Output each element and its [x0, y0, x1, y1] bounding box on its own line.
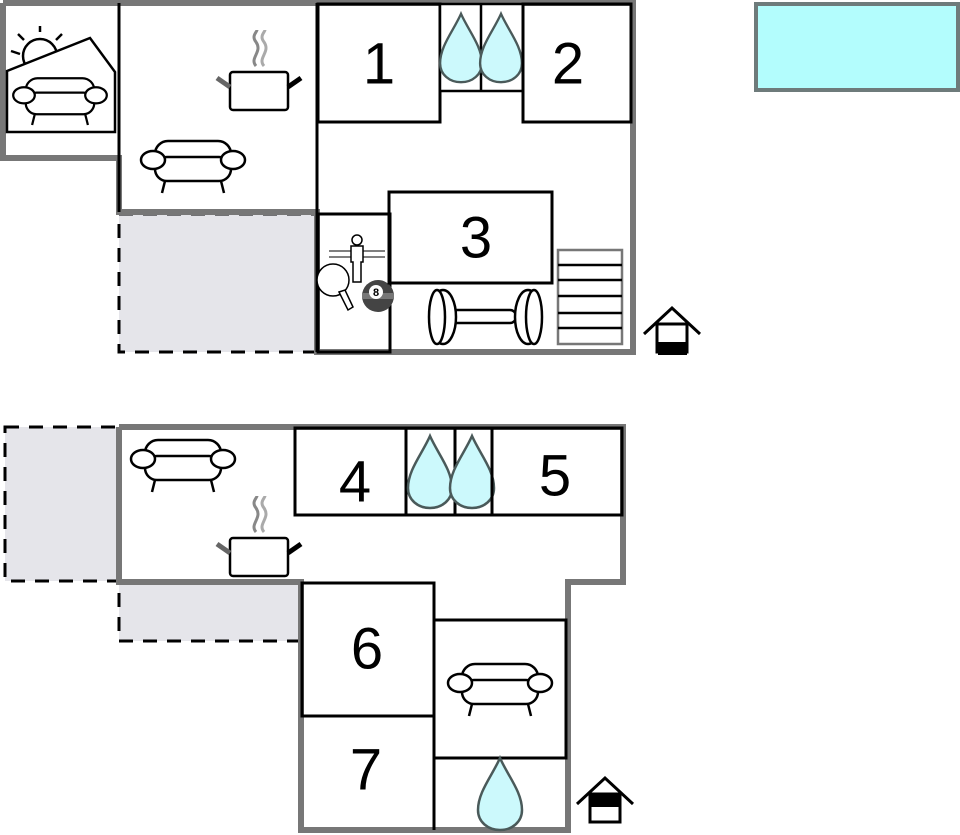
lower-floor: 4 5 6 7: [3, 424, 635, 833]
terrace-lower-left: [3, 425, 120, 583]
room-label: 7: [350, 738, 382, 803]
living-sofa-icon: [446, 662, 554, 718]
room-7: 7: [350, 716, 436, 830]
room-label: 3: [460, 206, 492, 271]
kitchen-pot-icon: [217, 496, 301, 576]
entrance-icon: [642, 306, 702, 355]
room-2: 2: [521, 2, 633, 124]
room-1: 1: [316, 2, 442, 124]
upper-floor: 1 2: [0, 0, 702, 355]
room-label: 6: [351, 617, 383, 682]
bathroom-drop-icon: [448, 434, 496, 510]
foosball-icon: [329, 234, 385, 283]
table-tennis-icon: [316, 263, 354, 312]
room-label: 5: [539, 444, 571, 509]
bathroom-drop-icon: [476, 756, 524, 832]
bathroom-drop-icon: [406, 434, 454, 510]
lounge: [432, 618, 568, 760]
room-5: 5: [490, 426, 624, 517]
bathroom-lower: [404, 426, 496, 517]
kitchen-pot-icon: [217, 30, 301, 110]
room-label: 2: [552, 32, 584, 97]
billiard-ball-icon: 8: [362, 280, 394, 312]
living-sofa-icon: [139, 139, 247, 195]
svg-text:8: 8: [373, 287, 379, 299]
fitness-dumbbell-icon: [427, 288, 544, 346]
room-4: 4: [293, 426, 408, 517]
terrace-lower-bottom: [117, 581, 303, 643]
swimming-pool: [754, 2, 960, 92]
games-room: 8: [316, 212, 394, 354]
room-label: 1: [363, 32, 395, 97]
room-6: 6: [300, 581, 436, 718]
entrance-icon: [575, 776, 635, 824]
stairs-icon: [556, 248, 624, 346]
room-3: 3: [387, 190, 554, 285]
bathroom-upper: [438, 2, 525, 93]
living-sofa-icon: [129, 438, 237, 494]
terrace-upper: [117, 212, 319, 354]
sun-room-sofa-icon: [5, 26, 117, 134]
room-label: 4: [339, 450, 371, 515]
